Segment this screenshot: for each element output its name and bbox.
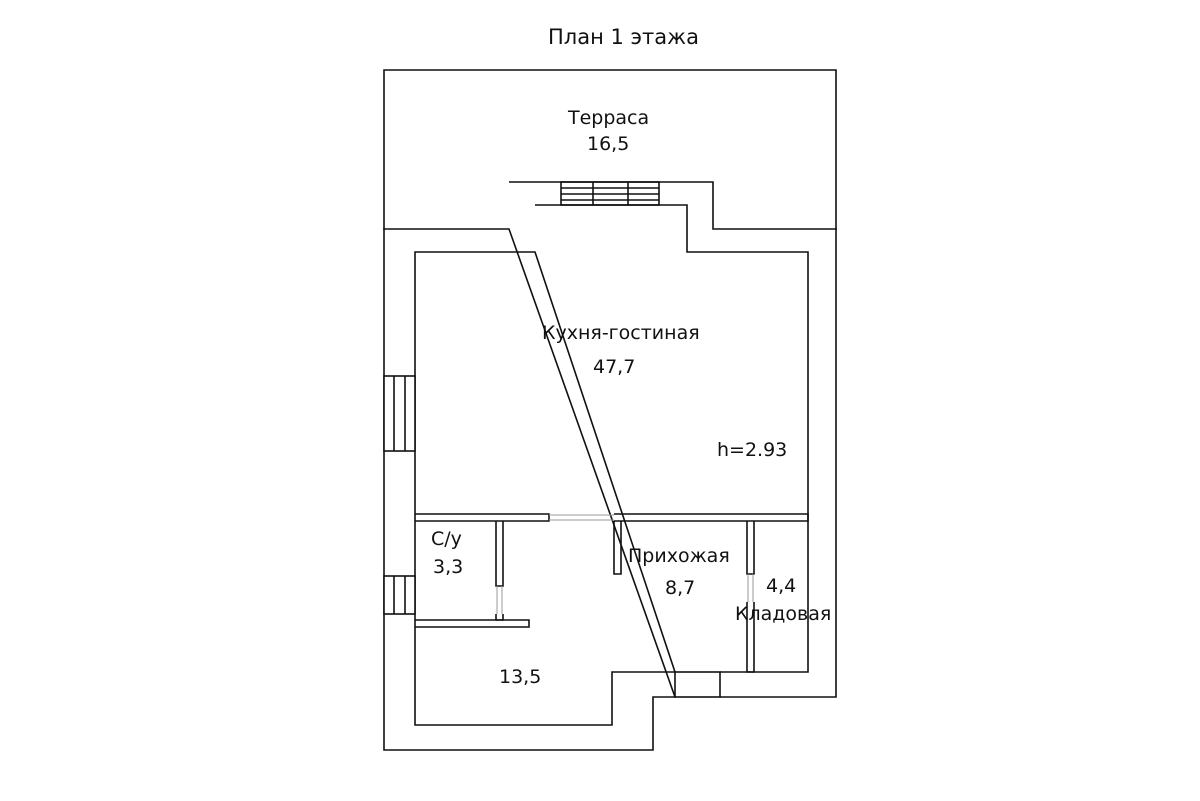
entrance-steps (560, 181, 660, 206)
door-pantry (747, 574, 754, 602)
kitchen-name: Кухня-гостиная (542, 322, 700, 344)
door-wc (496, 586, 503, 614)
window-left-upper (383, 375, 416, 452)
wall-pantry (746, 521, 755, 575)
plan-title: План 1 этажа (548, 25, 699, 49)
outer-wall-outer (383, 181, 837, 751)
terrace-area: 16,5 (587, 133, 630, 155)
entrance-door (674, 671, 721, 698)
wall-pantry-lower (746, 602, 755, 673)
wall-wc-bottom (415, 619, 530, 628)
terrace-name: Терраса (568, 107, 650, 129)
wc-area: 3,3 (433, 556, 464, 578)
pantry-name: Кладовая (735, 603, 832, 625)
partition-kitchen-left (415, 513, 550, 522)
partition-kitchen-right (614, 513, 809, 522)
wall-wc-right-lower (495, 614, 504, 621)
door-kitchen-hall (549, 514, 614, 521)
outer-wall-inner (414, 204, 809, 726)
wc-name: С/у (431, 528, 462, 550)
terrace-outline (383, 69, 837, 230)
wall-hall-stub (613, 521, 622, 575)
wall-wc-right (495, 521, 504, 587)
bedroom-area: 13,5 (499, 666, 542, 688)
ceiling-height: h=2.93 (717, 439, 788, 461)
hall-area: 8,7 (665, 577, 696, 599)
kitchen-area: 47,7 (593, 356, 636, 378)
window-left-lower (383, 575, 416, 615)
hall-name: Прихожая (628, 545, 730, 567)
pantry-area: 4,4 (766, 575, 797, 597)
